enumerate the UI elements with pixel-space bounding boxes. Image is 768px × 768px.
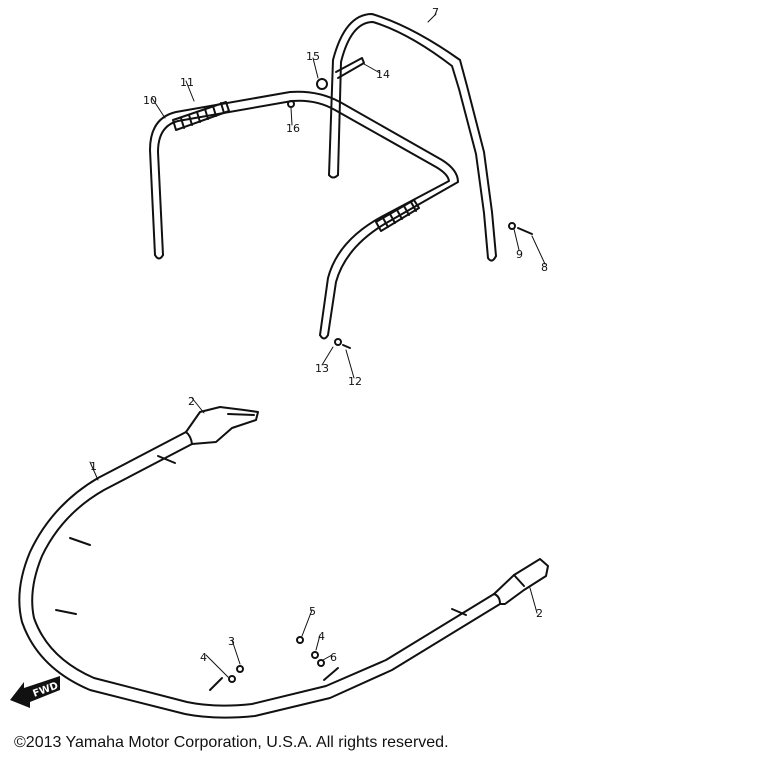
callout-1: 1 (90, 460, 97, 473)
rear-upright-bar (328, 13, 497, 262)
callout-15: 15 (306, 50, 320, 63)
callout-10: 10 (143, 94, 157, 107)
bumper-studs (55, 455, 467, 691)
callout-9: 9 (516, 248, 523, 261)
callout-5: 5 (309, 605, 316, 618)
callout-7: 7 (432, 6, 439, 19)
fwd-label: FWD (31, 680, 59, 699)
lower-hardware (228, 636, 325, 683)
callout-16: 16 (286, 122, 300, 135)
callout-4-left: 4 (200, 651, 207, 664)
bumper-frame (18, 431, 501, 719)
callout-8: 8 (541, 261, 548, 274)
callout-13: 13 (315, 362, 329, 375)
callout-2-rear: 2 (536, 607, 543, 620)
bumper-end-cap-front (185, 406, 259, 445)
callout-4-right: 4 (318, 630, 325, 643)
upper-hardware (287, 57, 533, 349)
callout-14: 14 (376, 68, 390, 81)
leader-lines (89, 13, 546, 678)
grip-upper (172, 101, 230, 131)
bumper-end-cap-rear (493, 558, 549, 605)
fwd-arrow-icon: FWD (10, 676, 60, 708)
callouts: 1 2 2 3 4 4 5 6 7 8 9 10 11 12 13 14 15 … (90, 6, 548, 664)
callout-12: 12 (348, 375, 362, 388)
callout-2-front: 2 (188, 395, 195, 408)
copyright-notice: ©2013 Yamaha Motor Corporation, U.S.A. A… (14, 734, 449, 751)
grip-lower (375, 199, 420, 232)
grab-bar (149, 90, 459, 340)
callout-3: 3 (228, 635, 235, 648)
callout-6: 6 (330, 651, 337, 664)
callout-11: 11 (180, 76, 194, 89)
